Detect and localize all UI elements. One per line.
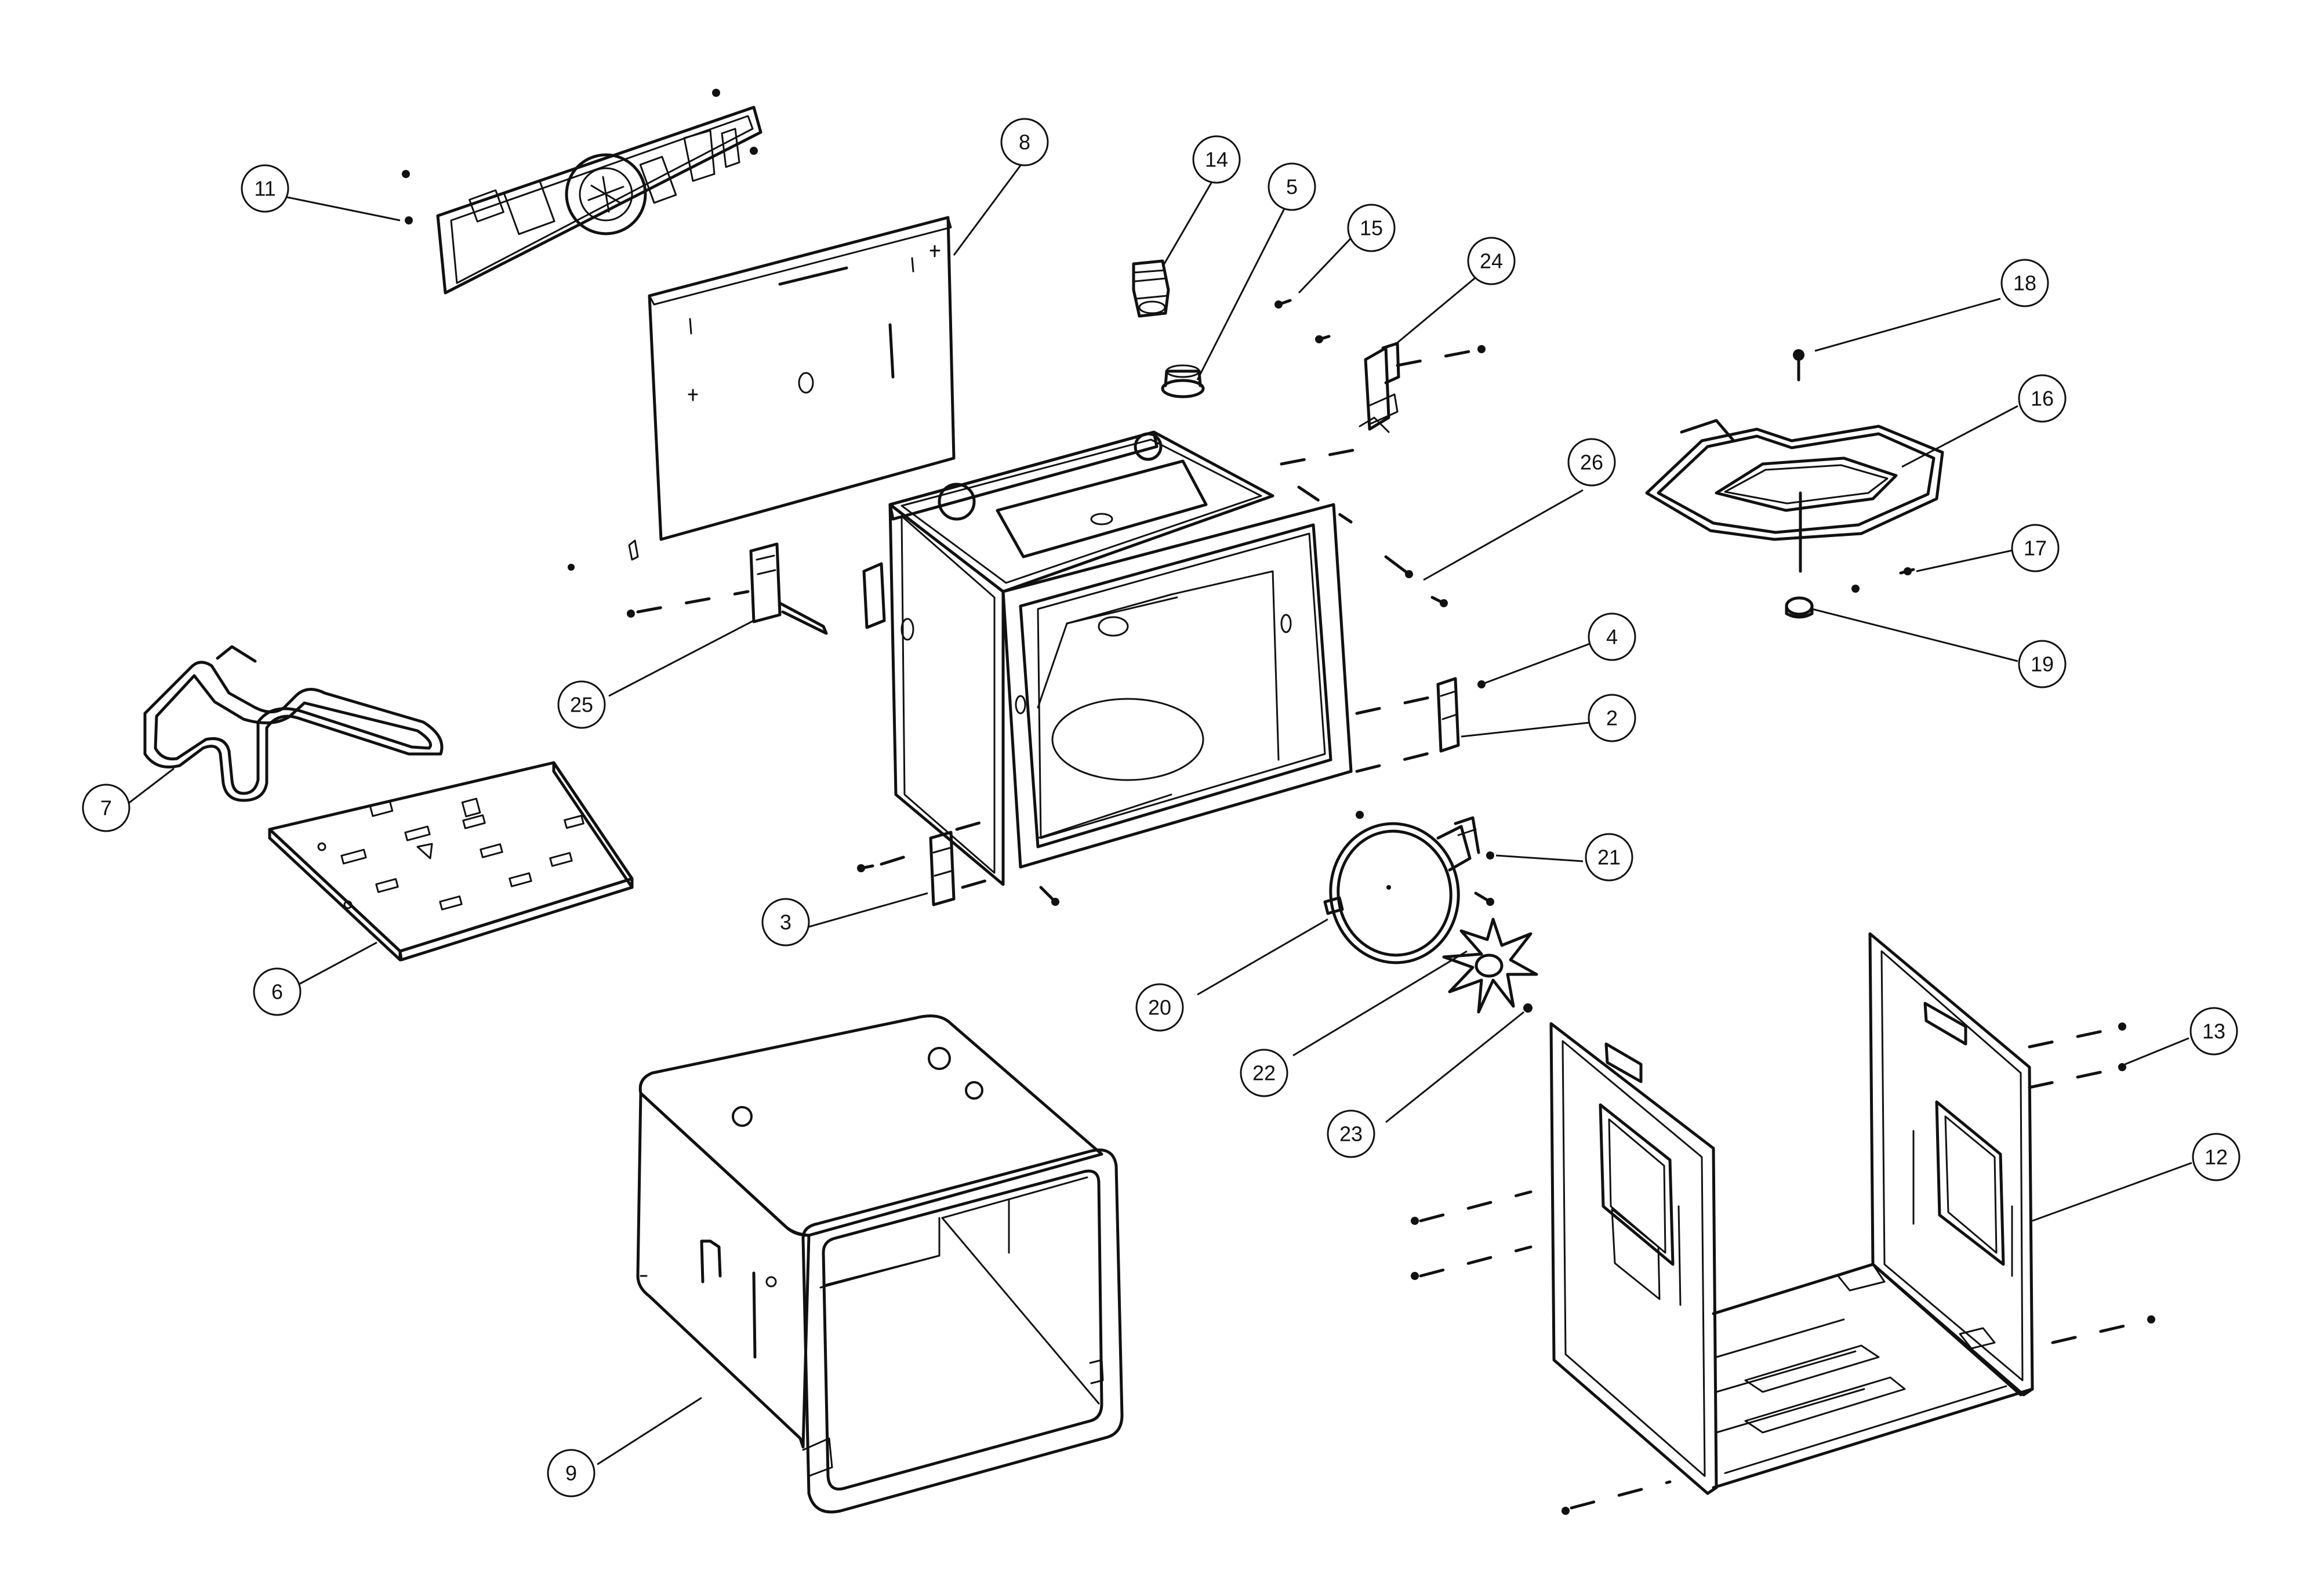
callout-25: 25 [557,680,606,729]
svg-text:25: 25 [570,693,593,717]
svg-text:5: 5 [1286,175,1298,199]
screws-right-cavity [1280,448,1451,773]
callout-3: 3 [761,898,810,947]
svg-text:22: 22 [1252,1061,1276,1085]
rear-cover-panel [568,216,956,571]
svg-text:23: 23 [1339,1122,1363,1146]
callout-4: 4 [1588,612,1636,661]
leader-lines [124,153,2192,1466]
hinge-receiver-lower [857,816,1005,906]
svg-text:16: 16 [2031,387,2054,411]
callout-12: 12 [2192,1133,2241,1181]
svg-text:26: 26 [1580,451,1603,474]
svg-text:11: 11 [254,177,275,201]
lamp-seat [1161,364,1205,398]
oven-cavity [862,430,1353,906]
lamp-holder [1132,259,1170,318]
callout-11: 11 [241,164,289,213]
svg-text:19: 19 [2031,652,2054,676]
svg-text:14: 14 [1205,148,1228,172]
callout-22: 22 [1240,1049,1288,1097]
svg-text:8: 8 [1019,130,1030,154]
side-frame-screws [1411,1022,2155,1515]
callout-16: 16 [2018,374,2067,423]
hinge-receiver-right [1436,677,1486,753]
svg-text:7: 7 [100,796,112,820]
callout-24: 24 [1467,237,1516,285]
side-frame [1549,932,2034,1495]
svg-text:18: 18 [2013,271,2036,295]
callout-13: 13 [2189,1007,2238,1056]
svg-text:20: 20 [1148,996,1171,1020]
convection-fan [1442,918,1538,1014]
callout-5: 5 [1268,162,1316,211]
svg-text:13: 13 [2202,1020,2225,1043]
svg-text:6: 6 [271,980,283,1004]
callout-19: 19 [2018,640,2067,688]
svg-text:21: 21 [1597,846,1621,869]
callout-20: 20 [1135,983,1184,1032]
circular-heating-element [1323,811,1494,964]
screws-top [1274,299,1486,367]
svg-text:15: 15 [1360,216,1383,240]
svg-text:4: 4 [1606,625,1618,649]
callout-15: 15 [1347,204,1396,252]
svg-text:12: 12 [2205,1145,2228,1169]
callout-17: 17 [2011,524,2060,572]
hinge-receiver-left [627,542,828,635]
svg-text:2: 2 [1606,706,1618,730]
svg-text:17: 17 [2024,536,2047,560]
callout-9: 9 [547,1449,595,1497]
bottom-support-plate [268,761,634,962]
callout-23: 23 [1327,1109,1375,1158]
control-board-bracket [402,89,762,295]
callout-14: 14 [1192,135,1241,184]
svg-text:9: 9 [565,1462,577,1485]
svg-text:3: 3 [780,911,791,934]
outer-wrap [636,1014,1124,1514]
svg-text:24: 24 [1480,249,1503,273]
callout-2: 2 [1588,694,1636,742]
callout-6: 6 [253,967,302,1016]
callout-26: 26 [1567,438,1616,487]
callout-8: 8 [1000,118,1049,166]
hinge-bracket-top [1359,342,1400,433]
bottom-heating-element [143,645,444,802]
callout-18: 18 [2000,259,2049,307]
callout-21: 21 [1585,833,1633,882]
grill-heating-element [1645,349,1944,619]
callout-7: 7 [82,784,130,832]
